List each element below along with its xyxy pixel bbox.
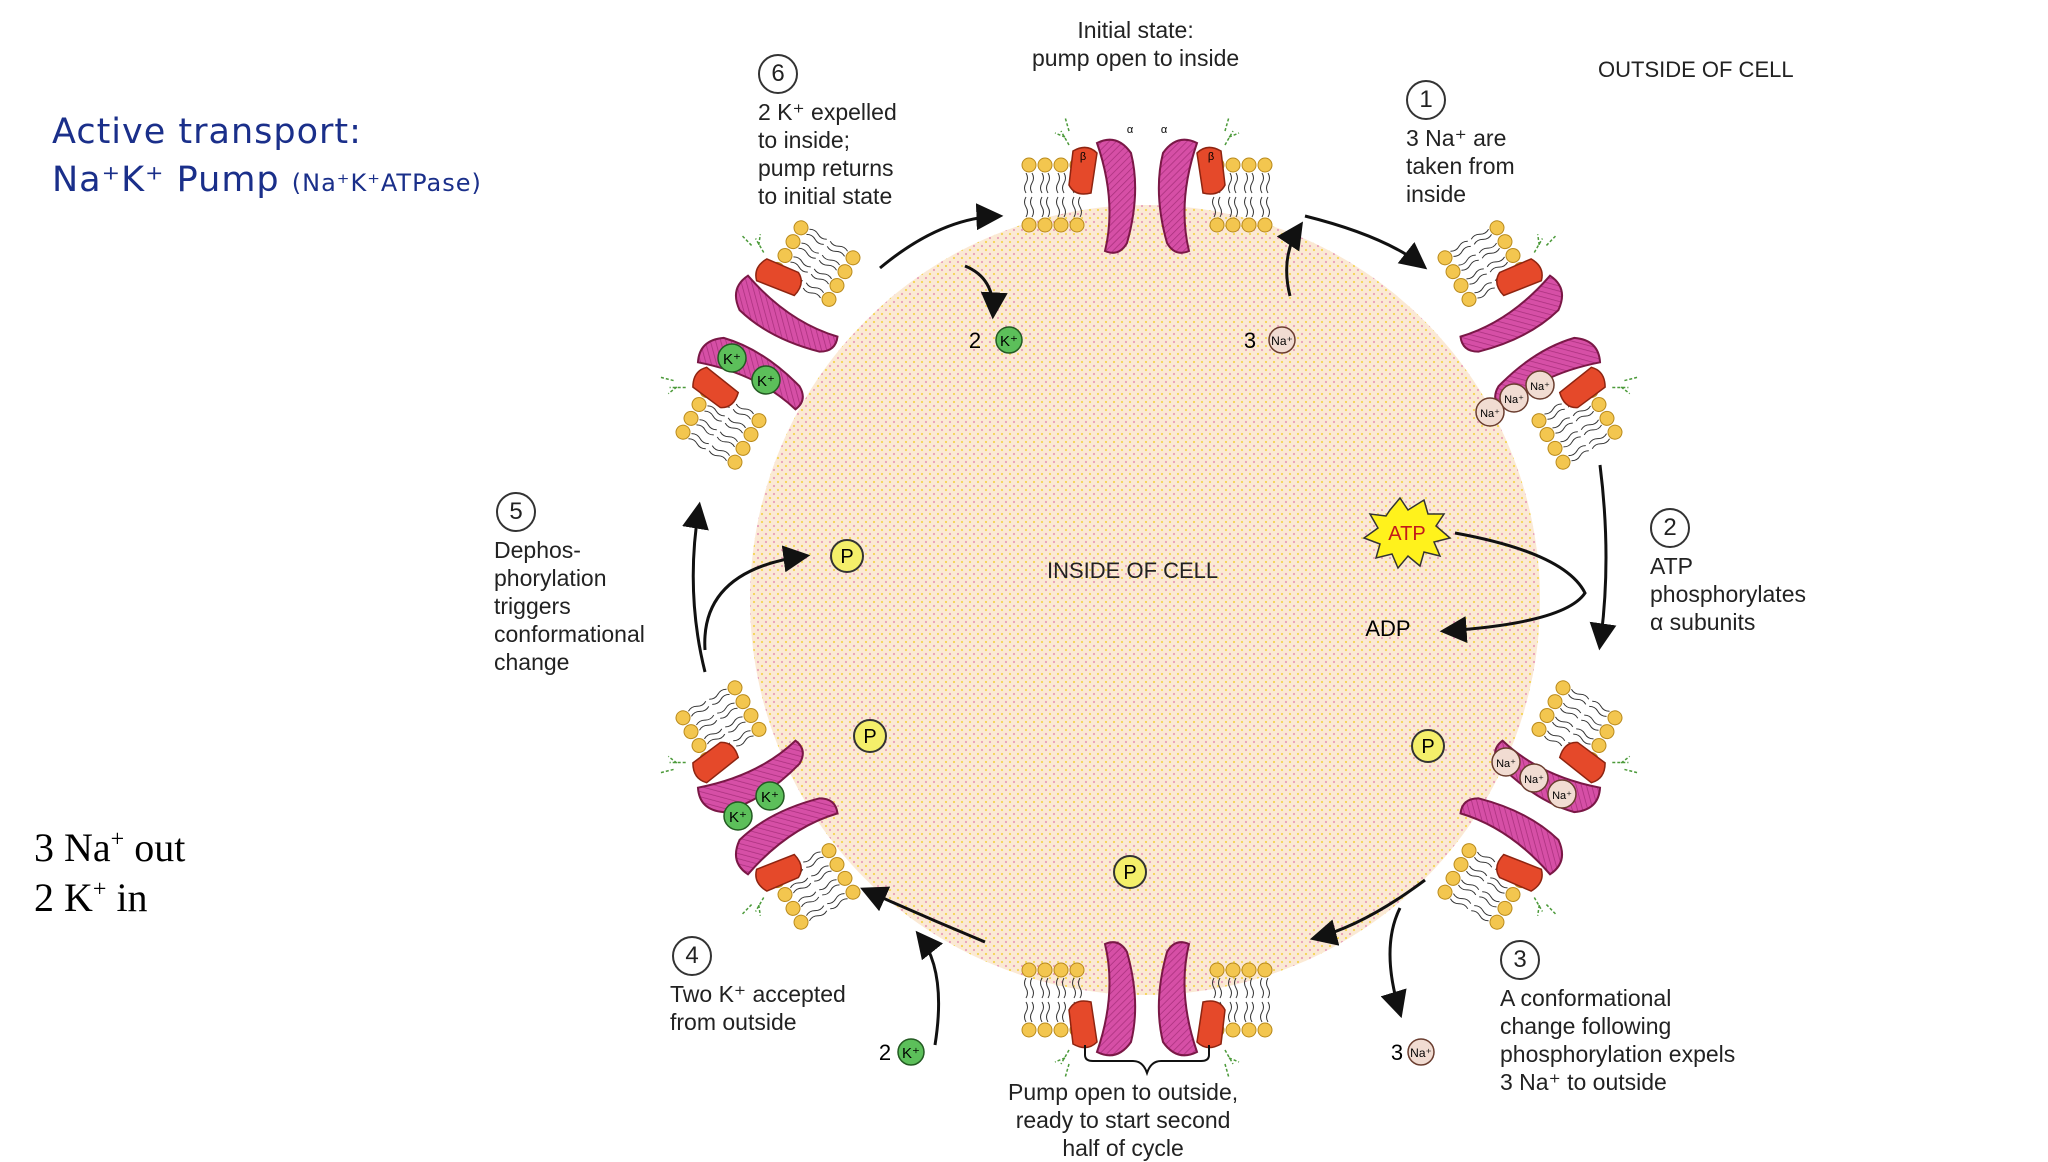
note-na: 3 Na+ out bbox=[34, 825, 186, 870]
na-ion-bound-3 bbox=[1475, 397, 1505, 427]
na-step2-label-1: Na⁺ bbox=[1496, 758, 1516, 770]
step-4-text: Two K⁺ accepted from outside bbox=[670, 981, 846, 1035]
arrow-2-to-open bbox=[1309, 878, 1426, 946]
pump-open-outside-label: Pump open to outside, ready to start sec… bbox=[1008, 1079, 1239, 1161]
arrow-6-to-initial bbox=[879, 203, 1004, 270]
k-ion-expelled bbox=[995, 326, 1023, 354]
p-label-2: P bbox=[1421, 736, 1434, 758]
p-label-1: P bbox=[840, 546, 853, 568]
alpha-label-1: α bbox=[1127, 124, 1134, 136]
step-2-number: 2 bbox=[1650, 508, 1690, 548]
na-bound-label-2: Na⁺ bbox=[1504, 394, 1524, 406]
note-k: 2 K+ in bbox=[34, 875, 148, 920]
k-ion-step4-2 bbox=[755, 781, 785, 811]
k-expelled-count: 2 bbox=[969, 328, 981, 353]
alpha-label-2: α bbox=[1161, 124, 1168, 136]
pump-name: Na⁺K⁺ Pump (Na⁺K⁺ATPase) bbox=[52, 160, 482, 200]
bracket bbox=[1084, 1045, 1210, 1077]
outside-cell-label: OUTSIDE OF CELL bbox=[1598, 57, 1794, 82]
na-ion-step2-2 bbox=[1519, 763, 1549, 793]
arrow-p-released bbox=[703, 545, 811, 651]
arrow-k-accepted bbox=[915, 930, 944, 1046]
na-step2-label-3: Na⁺ bbox=[1552, 790, 1572, 802]
na-ion-taken bbox=[1268, 326, 1296, 354]
initial-state-label: Initial state: pump open to inside bbox=[1032, 17, 1240, 71]
step-5-number: 5 bbox=[496, 492, 536, 532]
arrow-na-taken bbox=[1276, 221, 1303, 297]
ions: K⁺ Na⁺ bbox=[717, 326, 1577, 1066]
p-label-4: P bbox=[1123, 862, 1136, 884]
phosphate-step4 bbox=[853, 719, 887, 753]
beta-label-2: β bbox=[1208, 151, 1214, 163]
beta-label-1: β bbox=[1080, 151, 1086, 163]
phosphate-released bbox=[830, 539, 864, 573]
k-bound-label-2: K⁺ bbox=[757, 373, 775, 390]
na-ion-label: Na⁺ bbox=[1410, 1046, 1432, 1060]
arrow-initial-to-1 bbox=[1304, 214, 1428, 270]
atp-burst bbox=[1362, 496, 1452, 570]
arrow-4-to-5 bbox=[682, 501, 709, 673]
k-step4-label-1: K⁺ bbox=[729, 809, 747, 826]
k-ion-bound-2 bbox=[751, 365, 781, 395]
svg-text:K⁺: K⁺ bbox=[1000, 333, 1018, 350]
na-bound-label-3: Na⁺ bbox=[1480, 408, 1500, 420]
phosphate-step2 bbox=[1411, 729, 1445, 763]
k-ion-step4-1 bbox=[723, 801, 753, 831]
na-ion-bound-1 bbox=[1525, 370, 1555, 400]
svg-text:Na⁺: Na⁺ bbox=[1271, 334, 1293, 348]
na-ion-step2-3 bbox=[1547, 779, 1577, 809]
na-bound-label-1: Na⁺ bbox=[1530, 381, 1550, 393]
arrow-open-to-4 bbox=[860, 886, 986, 944]
adp-label: ADP bbox=[1365, 616, 1410, 641]
step-1-number: 1 bbox=[1406, 80, 1446, 120]
na-ion-expelled bbox=[1407, 1038, 1435, 1066]
na-ion-step2-1 bbox=[1491, 747, 1521, 777]
arrow-k-expelled bbox=[964, 264, 1008, 320]
arrow-atp-adp bbox=[1439, 531, 1587, 644]
step-4-number: 4 bbox=[672, 936, 712, 976]
slide-title: Active transport: bbox=[52, 112, 362, 152]
p-label-3: P bbox=[863, 726, 876, 748]
atp-label: ATP bbox=[1388, 523, 1425, 545]
inside-cell-label: INSIDE OF CELL bbox=[1047, 558, 1219, 583]
na-taken-count: 3 bbox=[1244, 328, 1256, 353]
na-step2-label-2: Na⁺ bbox=[1524, 774, 1544, 786]
arrow-na-expelled bbox=[1380, 907, 1407, 1019]
k-ion-label: K⁺ bbox=[902, 1045, 920, 1062]
step-6-number: 6 bbox=[758, 54, 798, 94]
step-3-number: 3 bbox=[1500, 940, 1540, 980]
k-ion-bound-1 bbox=[717, 343, 747, 373]
phosphate-open bbox=[1113, 855, 1147, 889]
arrow-1-to-2 bbox=[1589, 464, 1617, 651]
pump-name-text: Na⁺K⁺ Pump bbox=[52, 160, 280, 200]
pump-alt-name: (Na⁺K⁺ATPase) bbox=[291, 169, 482, 197]
step-2-text: ATP phosphorylates α subunits bbox=[1650, 553, 1806, 635]
step-6-text: 2 K⁺ expelled to inside; pump returns to… bbox=[758, 99, 897, 209]
k-step4-label-2: K⁺ bbox=[761, 789, 779, 806]
k-bound-label-1: K⁺ bbox=[723, 351, 741, 368]
cytoplasm-region bbox=[750, 205, 1540, 995]
step-1-text: 3 Na⁺ are taken from inside bbox=[1406, 125, 1515, 207]
na-ion-bound-2 bbox=[1499, 383, 1529, 413]
na-expelled-count: 3 bbox=[1391, 1040, 1403, 1065]
step-3-text: A conformational change following phosph… bbox=[1500, 985, 1736, 1095]
step-5-text: Dephos- phorylation triggers conformatio… bbox=[494, 537, 645, 675]
k-ion-accepted bbox=[897, 1038, 925, 1066]
k-accepted-count: 2 bbox=[879, 1040, 891, 1065]
